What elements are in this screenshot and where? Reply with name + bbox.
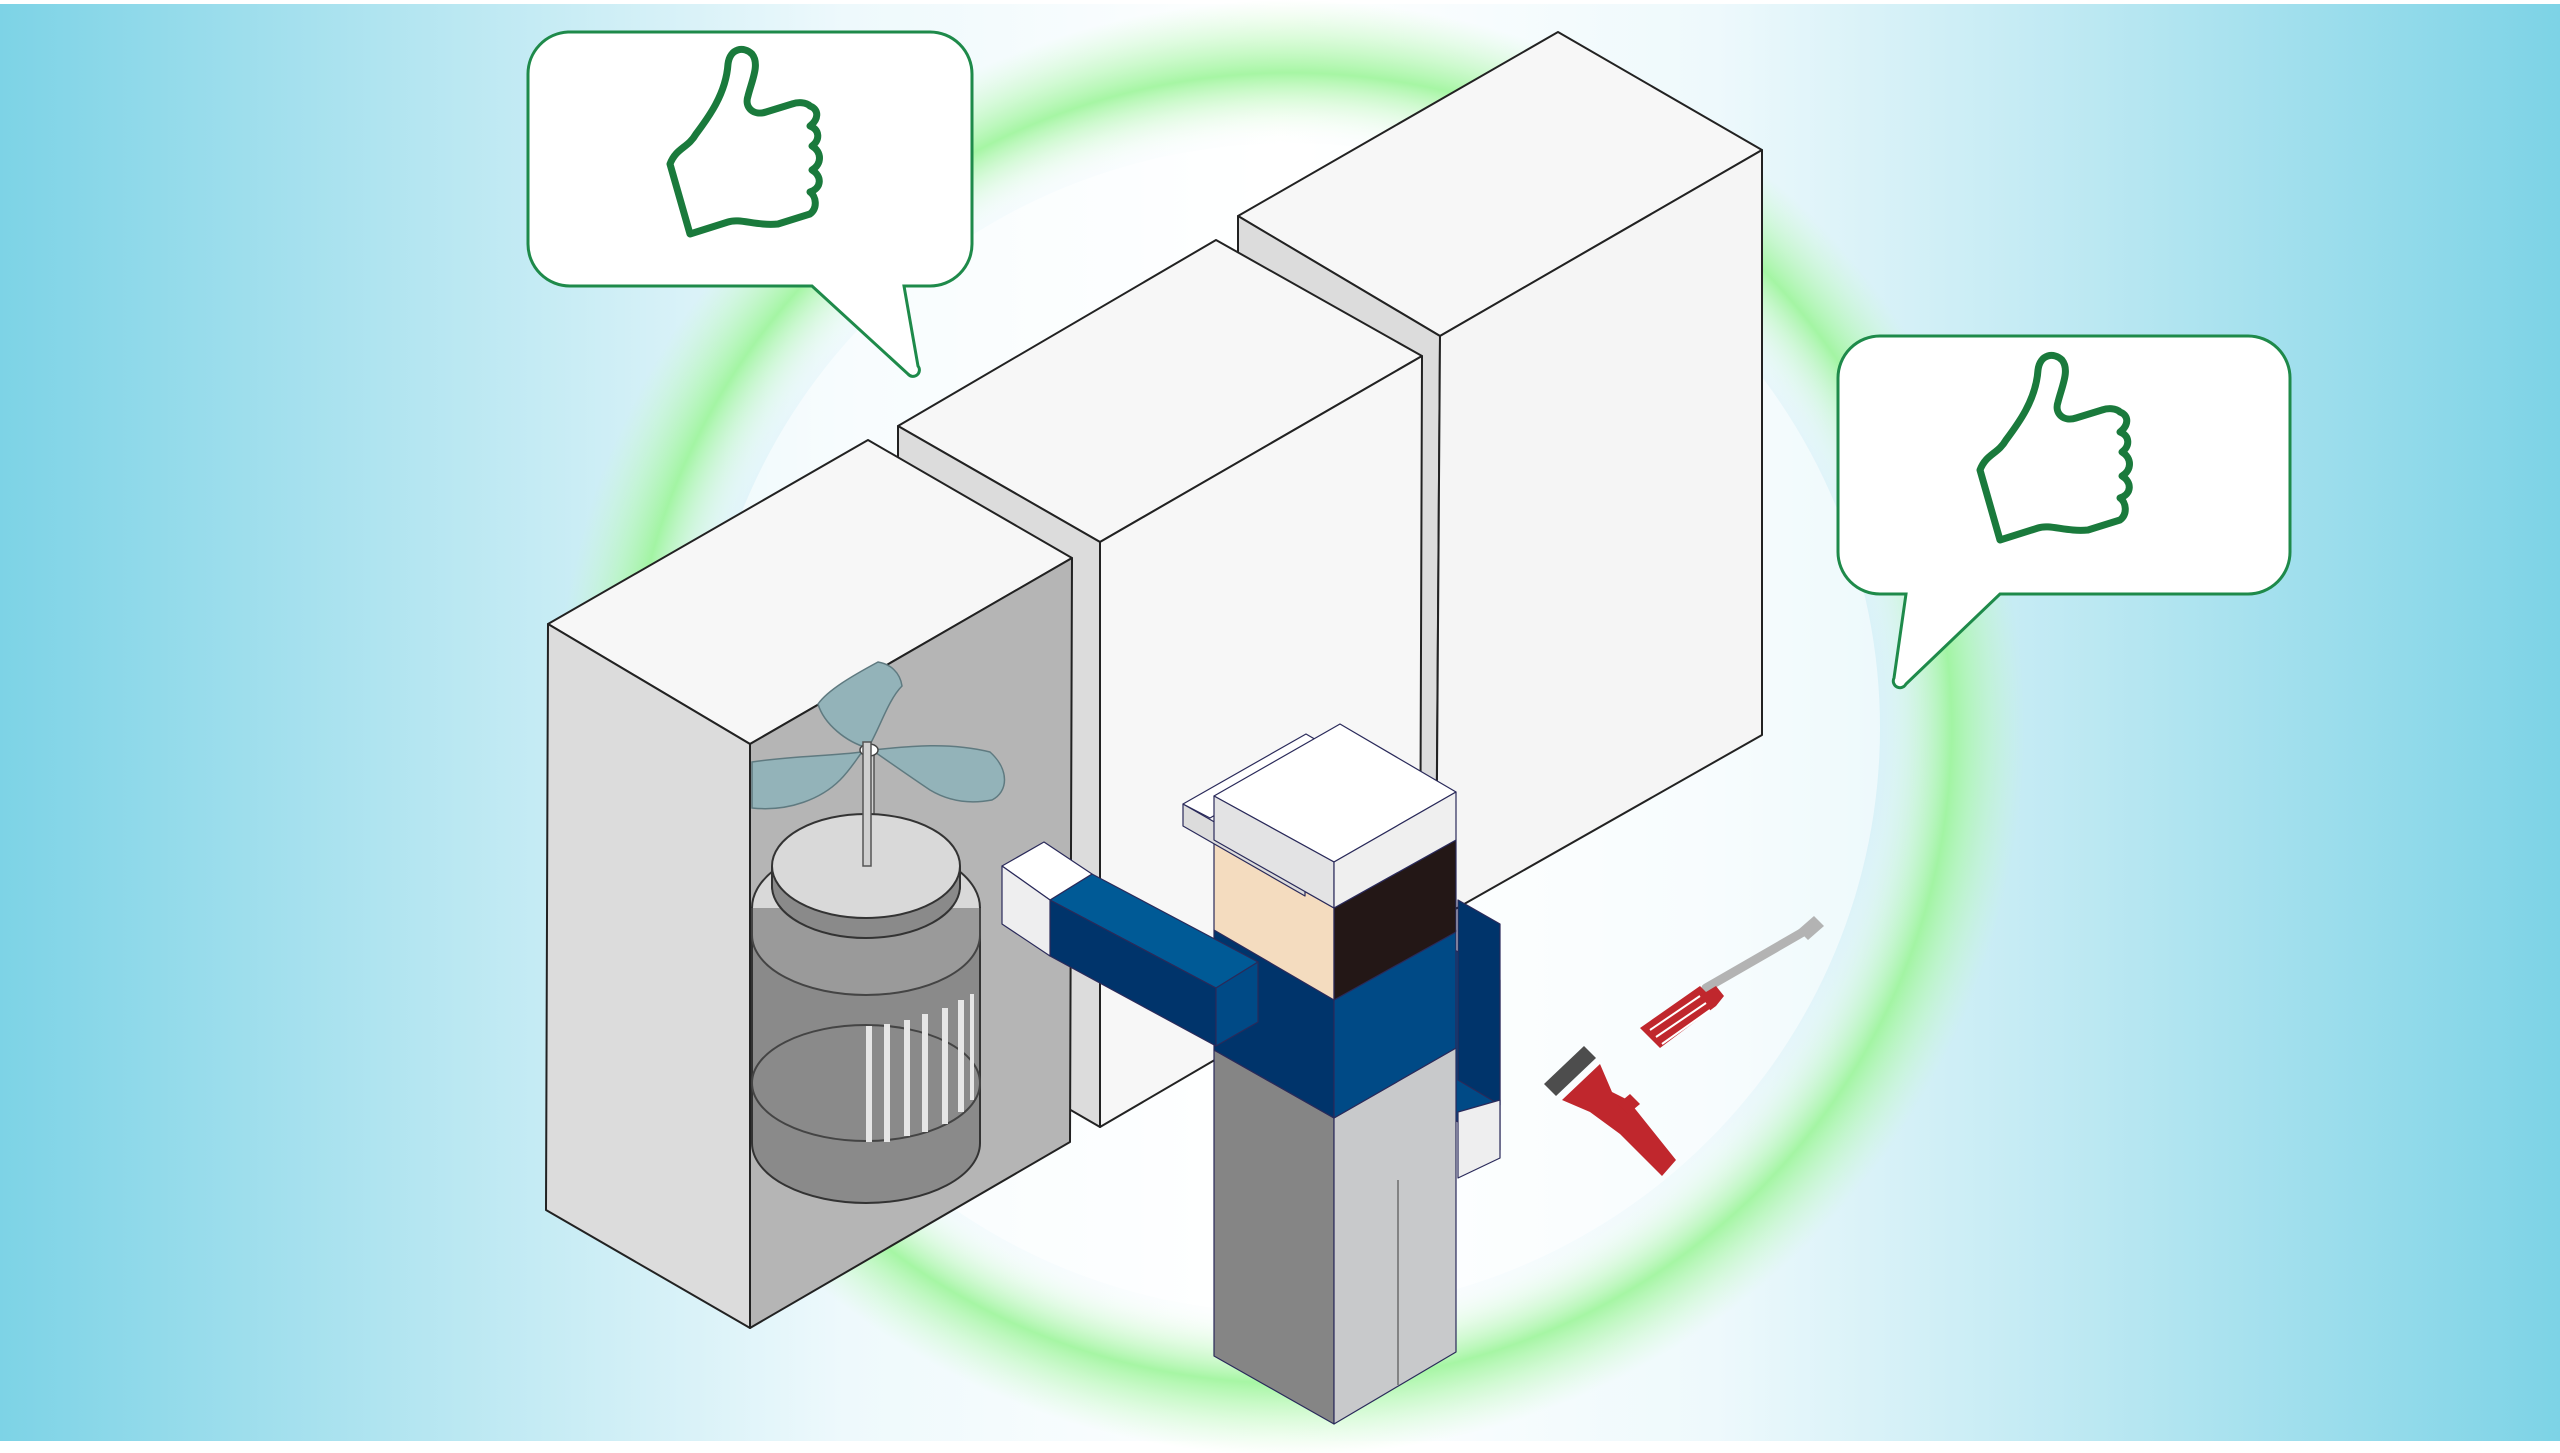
flashlight-switch — [1618, 1094, 1640, 1114]
speech-bubble-left — [526, 30, 974, 378]
cabinet-back-front-face — [1435, 149, 1763, 921]
screwdriver-icon — [1640, 916, 1824, 1048]
thumbs-up-icon — [666, 45, 823, 238]
motor-vent-slots — [866, 994, 974, 1142]
fan-blade-back — [817, 661, 903, 749]
screwdriver-shaft — [1701, 923, 1815, 993]
speech-bubble-right-shape — [1836, 334, 2292, 690]
flashlight-lens — [1544, 1046, 1596, 1096]
motor — [751, 741, 981, 1204]
screwdriver-grip-lines — [1649, 995, 1711, 1045]
motor-shoulder — [751, 908, 981, 996]
flashlight-body — [1562, 1064, 1676, 1176]
technician-back-arm-front — [1457, 899, 1501, 1106]
screwdriver-tip — [1798, 916, 1824, 940]
fan-blade-left — [751, 751, 864, 810]
technician — [1001, 723, 1501, 1425]
thumbs-up-right-shape — [1976, 351, 2133, 544]
cabinet-front-left-face — [545, 623, 751, 1329]
speech-bubble-right — [1836, 334, 2292, 690]
flashlight-icon — [1544, 1046, 1676, 1176]
speech-bubble-left-shape — [526, 30, 974, 378]
technician-front-arm-end — [1215, 961, 1259, 1047]
technician-cap-right — [1333, 791, 1457, 909]
technician-hand-front — [1001, 865, 1051, 957]
technician-back-hand — [1457, 1099, 1501, 1179]
thumbs-up-icon — [1976, 351, 2133, 544]
motor-shaft — [862, 741, 872, 867]
fan-blade-right — [869, 744, 1006, 803]
thumbs-up-left-shape — [666, 45, 823, 238]
